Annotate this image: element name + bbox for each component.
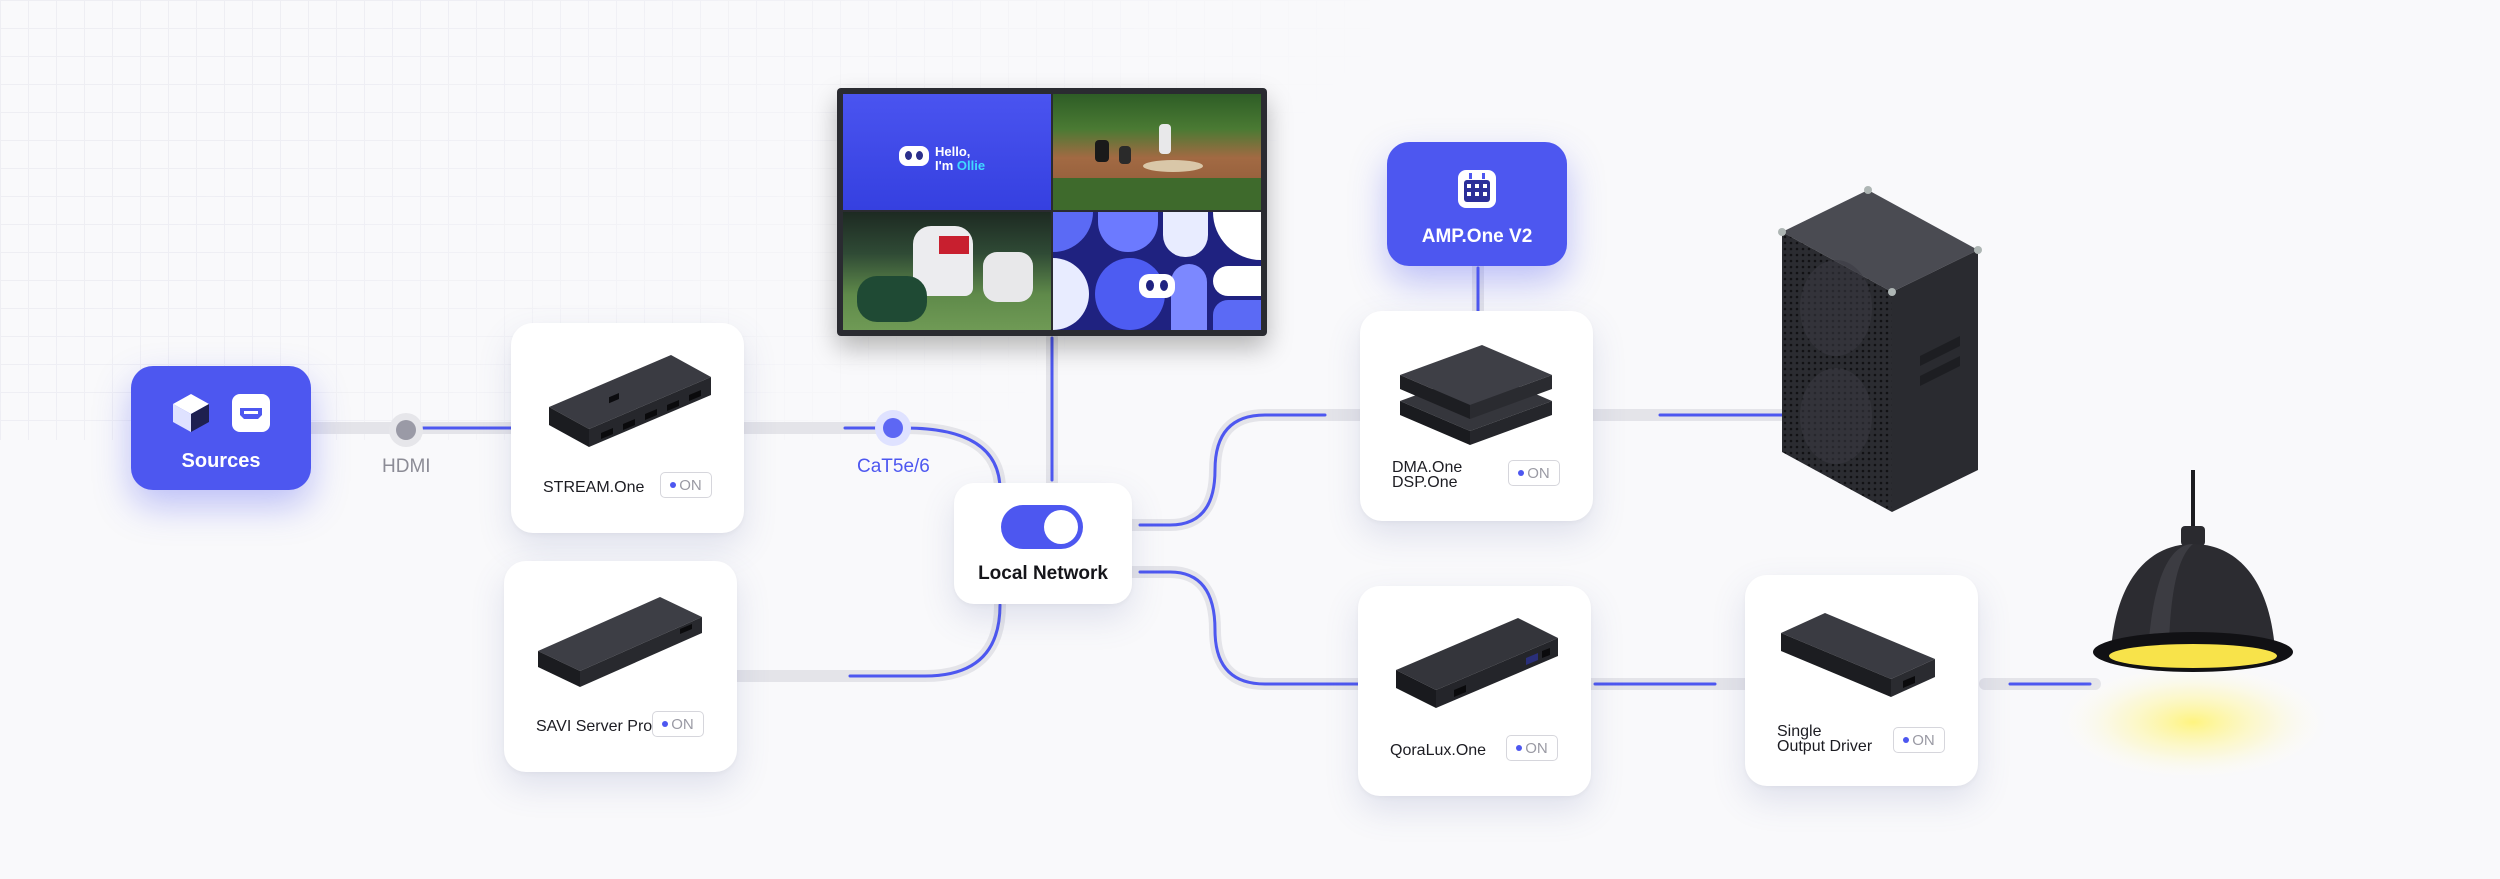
single-output-driver-card[interactable]: Single Output Driver ON <box>1745 575 1978 786</box>
baseball-photo <box>1053 94 1261 210</box>
stream-one-name: STREAM.One <box>543 479 645 496</box>
savi-server-pro-card[interactable]: SAVI Server Pro ON <box>504 561 737 772</box>
cube-icon <box>173 394 209 432</box>
savi-server-pro-status: ON <box>671 715 694 733</box>
ollie-greeting-im: I'm <box>935 158 957 173</box>
single-output-driver-status: ON <box>1912 731 1935 749</box>
tv-screen: Hello, I'm Ollie <box>837 88 1267 336</box>
single-output-driver-name-line1: Single <box>1777 723 1822 740</box>
toggle-icon[interactable] <box>1001 505 1083 549</box>
dma-dsp-status: ON <box>1527 464 1550 482</box>
qoralux-one-status: ON <box>1525 739 1548 757</box>
dma-dsp-device-image <box>1400 345 1552 445</box>
hdmi-label: HDMI <box>382 456 431 477</box>
dma-one-name: DMA.One <box>1392 459 1463 476</box>
sources-label: Sources <box>181 450 261 472</box>
pendant-lamp <box>2093 470 2293 672</box>
status-dot <box>1903 737 1910 743</box>
status-dot <box>1516 745 1523 751</box>
football-photo <box>843 212 1051 330</box>
stream-one-status-badge[interactable]: ON <box>660 472 712 498</box>
stream-one-card[interactable]: STREAM.One ON <box>511 323 744 533</box>
qoralux-one-status-badge[interactable]: ON <box>1506 735 1558 761</box>
status-dot <box>670 482 677 488</box>
sources-card[interactable]: Sources <box>131 366 311 490</box>
savi-server-pro-status-badge[interactable]: ON <box>652 711 704 737</box>
ollie-name: Ollie <box>956 158 986 173</box>
single-output-driver-name-line2: Output Driver <box>1777 738 1873 755</box>
savi-server-pro-name: SAVI Server Pro <box>536 718 653 735</box>
pattern-panel <box>1053 212 1261 330</box>
stream-one-device-image <box>549 355 711 447</box>
local-network-card[interactable]: Local Network <box>954 483 1132 604</box>
status-dot <box>1518 470 1525 476</box>
qoralux-device-image <box>1396 618 1558 708</box>
status-dot <box>662 721 669 727</box>
dsp-one-name: DSP.One <box>1392 474 1458 491</box>
hdmi-port-icon <box>232 394 270 432</box>
ollie-face-icon <box>1139 274 1175 298</box>
single-output-driver-device-image <box>1781 613 1935 697</box>
single-output-driver-status-badge[interactable]: ON <box>1893 727 1945 753</box>
local-network-label: Local Network <box>978 563 1108 584</box>
cat-cable-label: CaT5e/6 <box>857 456 930 477</box>
amp-one-label: AMP.One V2 <box>1421 226 1533 247</box>
calendar-icon <box>1458 170 1496 208</box>
ollie-panel: Hello, I'm Ollie <box>843 94 1051 210</box>
savi-server-device-image <box>538 597 702 687</box>
ollie-greeting-line1: Hello, <box>935 144 971 159</box>
ollie-greeting-line2: I'm Ollie <box>935 158 985 173</box>
dma-dsp-status-badge[interactable]: ON <box>1508 460 1560 486</box>
stream-one-status: ON <box>679 476 702 494</box>
ollie-face-icon <box>899 146 929 166</box>
amp-one-card[interactable]: AMP.One V2 <box>1387 142 1567 266</box>
speaker-cabinet <box>1778 186 1982 512</box>
qoralux-one-name: QoraLux.One <box>1390 742 1487 759</box>
dma-dsp-card[interactable]: DMA.One DSP.One ON <box>1360 311 1593 521</box>
qoralux-one-card[interactable]: QoraLux.One ON <box>1358 586 1591 796</box>
